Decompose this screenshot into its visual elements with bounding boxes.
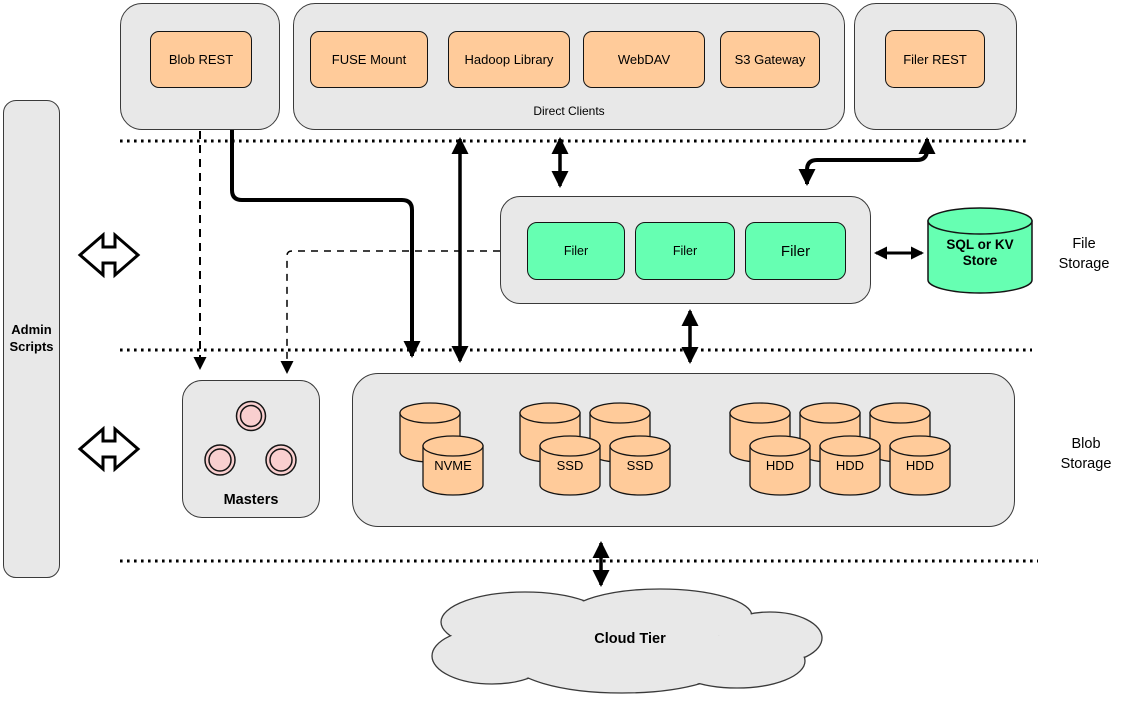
blob-storage-layer-label: Blob Storage: [1060, 436, 1112, 472]
hdd-label-3: HDD: [905, 458, 935, 473]
masters-label: Masters: [223, 492, 279, 508]
fuse-mount-label: FUSE Mount: [331, 52, 407, 67]
filer-rest-label: Filer REST: [903, 51, 967, 67]
volume-servers-group: [352, 373, 1015, 527]
admin-scripts-label: Admin Scripts: [9, 322, 54, 354]
ssd-label-2: SSD: [626, 458, 654, 473]
filer-node-3: Filer: [745, 222, 846, 280]
hdd-label-1: HDD: [765, 458, 795, 473]
webdav-label: WebDAV: [617, 52, 671, 67]
nvme-label: NVME: [434, 458, 472, 473]
filer-label-1: Filer: [563, 244, 589, 258]
fuse-mount-node: FUSE Mount: [310, 31, 428, 88]
webdav-node: WebDAV: [583, 31, 705, 88]
admin-blob-arrow: [77, 425, 141, 473]
cloud-tier-label: Cloud Tier: [594, 631, 666, 647]
admin-scripts-panel: Admin Scripts: [3, 100, 60, 578]
filer-rest-node: Filer REST: [885, 30, 985, 88]
s3-gateway-label: S3 Gateway: [734, 52, 806, 67]
admin-double-arrows: [77, 231, 141, 473]
s3-gateway-node: S3 Gateway: [720, 31, 820, 88]
file-storage-layer-label: File Storage: [1058, 236, 1110, 272]
filer-node-1: Filer: [527, 222, 625, 280]
edge-filerrest-filers: [798, 137, 936, 186]
blob-rest-node: Blob REST: [150, 31, 252, 88]
direct-clients-title: Direct Clients: [533, 104, 605, 118]
edge-filers-to-masters: [280, 250, 500, 374]
hdd-label-2: HDD: [835, 458, 865, 473]
sql-kv-store-label: SQL or KV Store: [946, 237, 1014, 269]
hadoop-library-node: Hadoop Library: [448, 31, 570, 88]
hadoop-library-label: Hadoop Library: [464, 52, 554, 67]
filer-node-2: Filer: [635, 222, 735, 280]
filer-label-2: Filer: [672, 244, 698, 258]
filer-label-3: Filer: [780, 242, 811, 260]
ssd-label-1: SSD: [556, 458, 584, 473]
admin-filer-arrow: [77, 231, 141, 279]
blob-rest-label: Blob REST: [168, 52, 234, 67]
dashed-connectors: [193, 131, 500, 374]
edge-blobrest-to-blobstorage: [230, 130, 421, 358]
